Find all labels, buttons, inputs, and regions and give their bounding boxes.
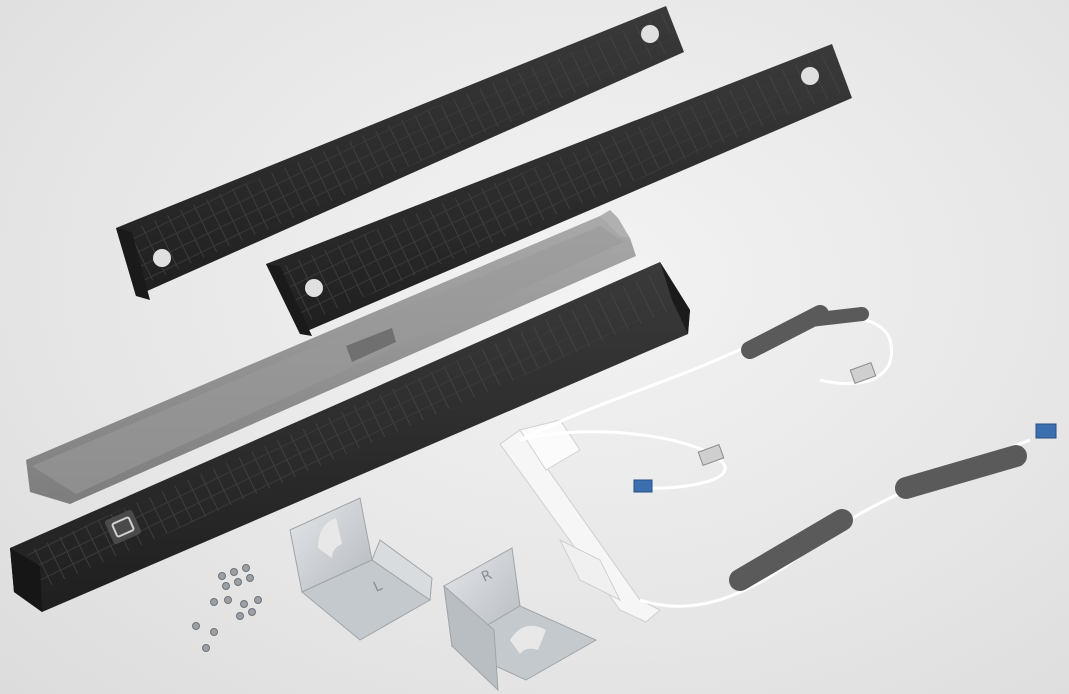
bracket-l: L — [289, 497, 433, 641]
wire-harness — [519, 305, 1057, 608]
steel-strip — [26, 210, 636, 504]
front-tray — [10, 262, 690, 612]
rail-right — [266, 44, 852, 336]
rail-left — [116, 6, 684, 300]
bracket-r: R — [443, 547, 598, 692]
white-frame — [499, 419, 661, 623]
screws — [192, 564, 262, 652]
